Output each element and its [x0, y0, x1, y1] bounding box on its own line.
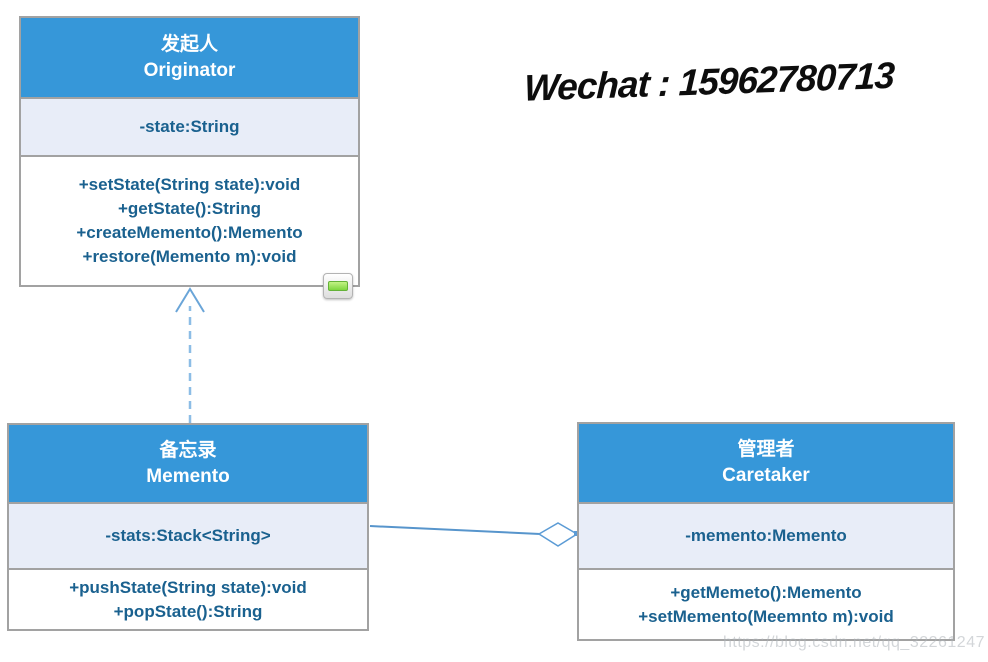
method-line: +restore(Memento m):void: [82, 247, 297, 266]
attribute-line: -state:String: [139, 117, 240, 136]
class-originator-methods: +setState(String state):void +getState()…: [21, 157, 358, 285]
aggregation-line: [369, 525, 541, 535]
method-line: +getMemeto():Memento: [670, 582, 862, 602]
class-caretaker-methods: +getMemeto():Memento +setMemento(Meemnto…: [579, 570, 953, 639]
class-memento-methods: +pushState(String state):void +popState(…: [9, 570, 367, 629]
method-line: +getState():String: [117, 199, 262, 218]
attribute-line: -memento:Memento: [685, 526, 847, 545]
class-caretaker-header: 管理者 Caretaker: [579, 424, 953, 504]
class-memento-name-cn: 备忘录: [159, 439, 217, 461]
class-originator-header: 发起人 Originator: [21, 18, 358, 99]
collapse-green-bar-icon: [328, 281, 348, 291]
aggregation-endpoint-dot: [574, 531, 579, 536]
class-caretaker: 管理者 Caretaker -memento:Memento +getMemet…: [577, 422, 955, 641]
method-line: +createMemento():Memento: [76, 223, 303, 242]
aggregation-diamond-icon: [537, 522, 579, 547]
method-line: +setState(String state):void: [78, 175, 301, 194]
class-originator: 发起人 Originator -state:String +setState(S…: [19, 16, 360, 287]
collapse-class-button[interactable]: [323, 273, 353, 299]
class-memento: 备忘录 Memento -stats:Stack<String> +pushSt…: [7, 423, 369, 631]
class-caretaker-attributes: -memento:Memento: [579, 504, 953, 570]
class-caretaker-name-en: Caretaker: [722, 465, 810, 486]
class-originator-name-cn: 发起人: [160, 33, 218, 55]
class-originator-attributes: -state:String: [21, 99, 358, 157]
method-line: +setMemento(Meemnto m):void: [638, 606, 894, 626]
dependency-arrowhead-icon: [175, 287, 205, 313]
class-memento-attributes: -stats:Stack<String>: [9, 504, 367, 570]
attribute-line: -stats:Stack<String>: [105, 526, 271, 545]
csdn-watermark: https://blog.csdn.net/qq_32261247: [722, 634, 985, 651]
class-caretaker-name-cn: 管理者: [737, 439, 795, 460]
class-originator-name-en: Originator: [143, 59, 236, 81]
method-line: +popState():String: [113, 601, 263, 621]
method-line: +pushState(String state):void: [69, 577, 307, 597]
class-memento-name-en: Memento: [146, 465, 230, 487]
class-memento-header: 备忘录 Memento: [9, 425, 367, 504]
